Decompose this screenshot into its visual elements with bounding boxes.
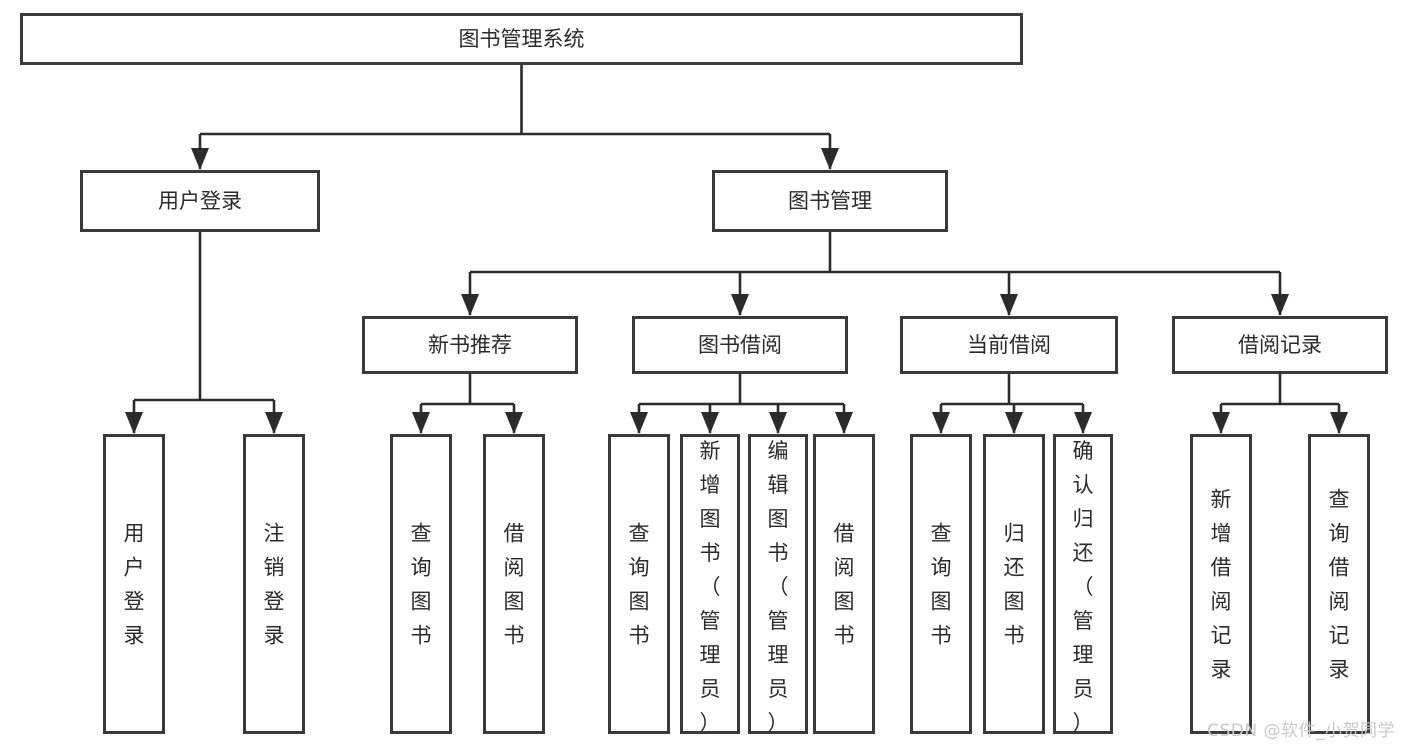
arrow-head-icon-leaf-query-book-recommend: [412, 412, 430, 434]
arrow-head-icon-user-login: [191, 148, 209, 170]
arrow-head-icon-leaf-add-borrow-record: [1212, 412, 1230, 434]
node-label-leaf-query-book-recommend: 查询图书: [411, 521, 432, 647]
node-leaf-borrow-book-recommend[interactable]: 借阅图书: [483, 434, 545, 734]
node-label-leaf-query-borrow-record: 查询借阅记录: [1329, 487, 1350, 681]
node-leaf-return-book[interactable]: 归还图书: [983, 434, 1045, 734]
arrow-head-icon-leaf-borrow-book-recommend: [505, 412, 523, 434]
node-label-new-book-recommend: 新书推荐: [428, 333, 512, 357]
arrow-head-icon-current-borrow: [1000, 294, 1018, 316]
node-label-leaf-add-borrow-record: 新增借阅记录: [1211, 487, 1232, 681]
node-box-user-login: [80, 170, 320, 232]
node-label-user-login: 用户登录: [158, 189, 242, 213]
node-box-leaf-logout-login: [243, 434, 305, 734]
node-box-leaf-borrow-book: [813, 434, 875, 734]
node-current-borrow[interactable]: 当前借阅: [900, 316, 1118, 374]
node-new-book-recommend[interactable]: 新书推荐: [362, 316, 578, 374]
arrow-head-icon-leaf-query-borrow-record: [1330, 412, 1348, 434]
node-box-leaf-add-book-admin: [680, 434, 740, 734]
arrow-head-icon-leaf-query-book-current: [932, 412, 950, 434]
node-label-leaf-query-book-borrow: 查询图书: [629, 521, 650, 647]
node-box-leaf-borrow-book-recommend: [483, 434, 545, 734]
node-label-leaf-add-book-admin: 新增图书（管理员）: [700, 439, 721, 735]
csdn-watermark: CSDN @软件_小贺同学: [1207, 721, 1395, 741]
node-box-leaf-query-book-borrow: [608, 434, 670, 734]
node-label-root: 图书管理系统: [459, 27, 585, 51]
node-leaf-add-book-admin[interactable]: 新增图书（管理员）: [680, 434, 740, 736]
node-label-book-management: 图书管理: [788, 189, 872, 213]
arrow-head-icon-leaf-user-login: [125, 412, 143, 434]
node-box-leaf-query-book-recommend: [390, 434, 452, 734]
node-box-current-borrow: [900, 316, 1118, 374]
node-label-book-borrow: 图书借阅: [698, 333, 782, 357]
node-leaf-query-borrow-record[interactable]: 查询借阅记录: [1308, 434, 1370, 734]
arrow-head-icon-new-book-recommend: [461, 294, 479, 316]
node-label-leaf-user-login: 用户登录: [124, 521, 145, 647]
node-box-leaf-query-borrow-record: [1308, 434, 1370, 734]
node-leaf-logout-login[interactable]: 注销登录: [243, 434, 305, 734]
arrow-head-icon-leaf-edit-book-admin: [769, 412, 787, 434]
arrow-head-icon-book-management: [821, 148, 839, 170]
node-leaf-confirm-return-admin[interactable]: 确认归还（管理员）: [1053, 434, 1113, 736]
node-label-leaf-query-book-current: 查询图书: [931, 521, 952, 647]
node-box-borrow-records: [1172, 316, 1388, 374]
node-leaf-borrow-book[interactable]: 借阅图书: [813, 434, 875, 734]
node-user-login[interactable]: 用户登录: [80, 170, 320, 232]
nodes-layer: 图书管理系统用户登录图书管理新书推荐图书借阅当前借阅借阅记录用户登录注销登录查询…: [20, 13, 1388, 736]
node-label-leaf-confirm-return-admin: 确认归还（管理员）: [1073, 439, 1094, 735]
node-label-current-borrow: 当前借阅: [967, 333, 1051, 357]
arrow-head-icon-leaf-return-book: [1005, 412, 1023, 434]
node-box-book-borrow: [632, 316, 848, 374]
arrow-head-icon-book-borrow: [731, 294, 749, 316]
arrow-head-icon-leaf-logout-login: [265, 412, 283, 434]
node-label-leaf-logout-login: 注销登录: [264, 521, 285, 647]
node-leaf-query-book-current[interactable]: 查询图书: [910, 434, 972, 734]
node-book-management[interactable]: 图书管理: [712, 170, 948, 232]
node-box-leaf-return-book: [983, 434, 1045, 734]
node-label-leaf-return-book: 归还图书: [1004, 521, 1025, 647]
node-leaf-query-book-recommend[interactable]: 查询图书: [390, 434, 452, 734]
node-borrow-records[interactable]: 借阅记录: [1172, 316, 1388, 374]
node-label-leaf-edit-book-admin: 编辑图书（管理员）: [768, 439, 789, 735]
node-box-new-book-recommend: [362, 316, 578, 374]
node-box-leaf-confirm-return-admin: [1053, 434, 1113, 734]
arrow-head-icon-leaf-confirm-return-admin: [1074, 412, 1092, 434]
node-book-borrow[interactable]: 图书借阅: [632, 316, 848, 374]
arrow-head-icon-leaf-borrow-book: [835, 412, 853, 434]
node-box-leaf-user-login: [103, 434, 165, 734]
node-box-leaf-add-borrow-record: [1190, 434, 1252, 734]
node-box-book-management: [712, 170, 948, 232]
node-root[interactable]: 图书管理系统: [20, 13, 1023, 65]
node-box-root: [20, 13, 1023, 65]
arrow-head-icon-leaf-add-book-admin: [701, 412, 719, 434]
node-box-leaf-edit-book-admin: [748, 434, 808, 734]
arrow-head-icon-borrow-records: [1271, 294, 1289, 316]
node-leaf-edit-book-admin[interactable]: 编辑图书（管理员）: [748, 434, 808, 736]
node-leaf-query-book-borrow[interactable]: 查询图书: [608, 434, 670, 734]
node-leaf-add-borrow-record[interactable]: 新增借阅记录: [1190, 434, 1252, 734]
node-label-leaf-borrow-book: 借阅图书: [834, 521, 855, 647]
node-label-leaf-borrow-book-recommend: 借阅图书: [504, 521, 525, 647]
connectors-layer: [125, 65, 1348, 434]
arrow-head-icon-leaf-query-book-borrow: [630, 412, 648, 434]
node-label-borrow-records: 借阅记录: [1238, 333, 1322, 357]
node-leaf-user-login[interactable]: 用户登录: [103, 434, 165, 734]
node-box-leaf-query-book-current: [910, 434, 972, 734]
